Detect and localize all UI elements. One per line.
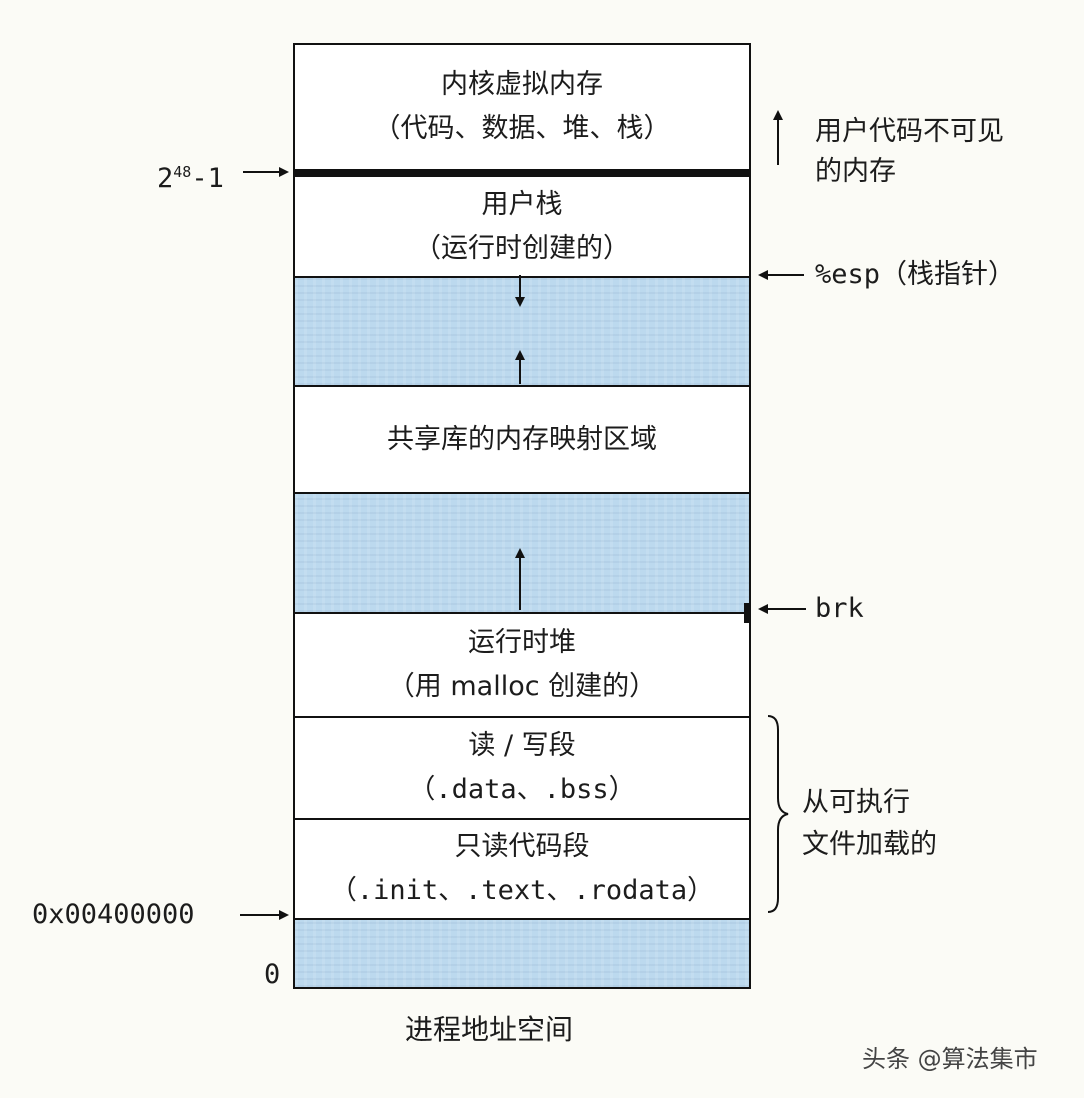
shared-libraries-title: 共享库的内存映射区域	[387, 423, 657, 455]
user-stack-subtitle: （运行时创建的）	[414, 232, 630, 264]
kernel-segment-title: 内核虚拟内存	[441, 69, 603, 100]
kernel-virtual-memory-segment: 内核虚拟内存 （代码、数据、堆、栈）	[295, 45, 749, 169]
shared-libraries-segment: 共享库的内存映射区域	[295, 385, 749, 492]
runtime-heap-segment: 运行时堆 （用 malloc 创建的）	[295, 612, 749, 716]
user-stack-segment: 用户栈 （运行时创建的）	[295, 169, 749, 276]
read-write-segment: 读 / 写段 （.data、.bss）	[295, 716, 749, 818]
zero-address-label: 0	[264, 959, 281, 990]
read-write-title: 读 / 写段	[468, 730, 576, 761]
esp-label: %esp（栈指针）	[815, 259, 1016, 290]
read-only-subtitle: （.init、.text、.rodata）	[329, 875, 715, 906]
read-only-title: 只读代码段	[454, 831, 590, 862]
address-space-stack: 内核虚拟内存 （代码、数据、堆、栈） 用户栈 （运行时创建的） 共享库的内存映射…	[293, 43, 751, 989]
watermark: 头条 @算法集市	[862, 1045, 1038, 1073]
runtime-heap-subtitle: （用 malloc 创建的）	[387, 671, 657, 702]
diagram-caption: 进程地址空间	[405, 1013, 574, 1046]
user-stack-title: 用户栈	[481, 188, 563, 220]
loaded-from-executable-note: 从可执行 文件加载的	[802, 787, 937, 860]
start-address-label: 0x00400000	[32, 899, 195, 930]
top-address-label: 248-1	[157, 163, 224, 194]
read-only-code-segment: 只读代码段 （.init、.text、.rodata）	[295, 818, 749, 918]
kernel-segment-subtitle: （代码、数据、堆、栈）	[373, 113, 671, 144]
runtime-heap-title: 运行时堆	[468, 627, 576, 658]
unused-low-region	[295, 918, 749, 987]
invisible-memory-note: 用户代码不可见 的内存	[815, 116, 1004, 187]
brk-label: brk	[815, 593, 864, 624]
loaded-from-file-brace	[767, 715, 789, 913]
stack-free-region	[295, 276, 749, 385]
brk-tick	[744, 603, 750, 623]
heap-free-region	[295, 492, 749, 612]
read-write-subtitle: （.data、.bss）	[408, 774, 636, 805]
